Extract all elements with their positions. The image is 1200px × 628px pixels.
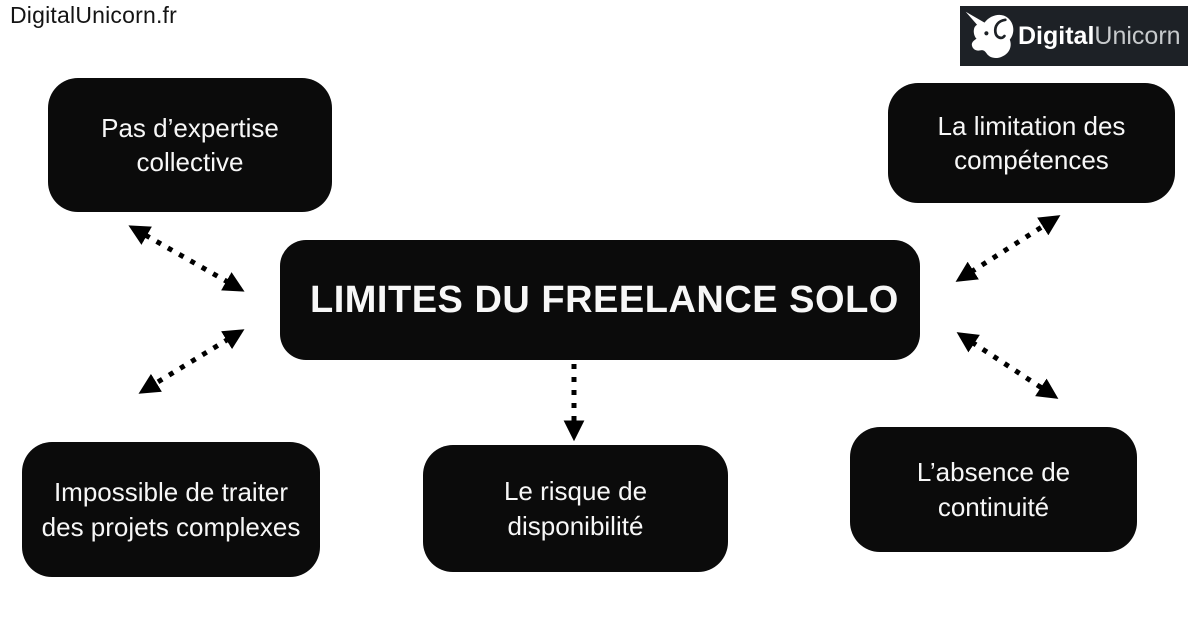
unicorn-head-icon — [965, 11, 1014, 58]
brand-logo: DigitalUnicorn — [960, 6, 1188, 66]
brand-name-light: Unicorn — [1094, 21, 1181, 50]
connector-center-bottomleft — [138, 329, 245, 394]
diagram-title-node: LIMITES DU FREELANCE SOLO — [280, 240, 920, 360]
node-pas-dexpertise-collective: Pas d’expertise collective — [48, 78, 332, 212]
node-risque-disponibilite: Le risque de disponibilité — [423, 445, 728, 572]
site-url-label: DigitalUnicorn.fr — [10, 2, 178, 28]
node-absence-continuite: L’absence de continuité — [850, 427, 1137, 552]
brand-name-bold: Digital — [1018, 21, 1095, 50]
connector-center-bottomright — [956, 332, 1059, 399]
connector-center-topright — [955, 215, 1061, 282]
connector-center-topleft — [128, 225, 245, 292]
node-limitation-des-competences: La limitation des compétences — [888, 83, 1175, 203]
node-projets-complexes: Impossible de traiter des projets comple… — [22, 442, 320, 577]
brand-name: DigitalUnicorn — [1018, 22, 1181, 51]
